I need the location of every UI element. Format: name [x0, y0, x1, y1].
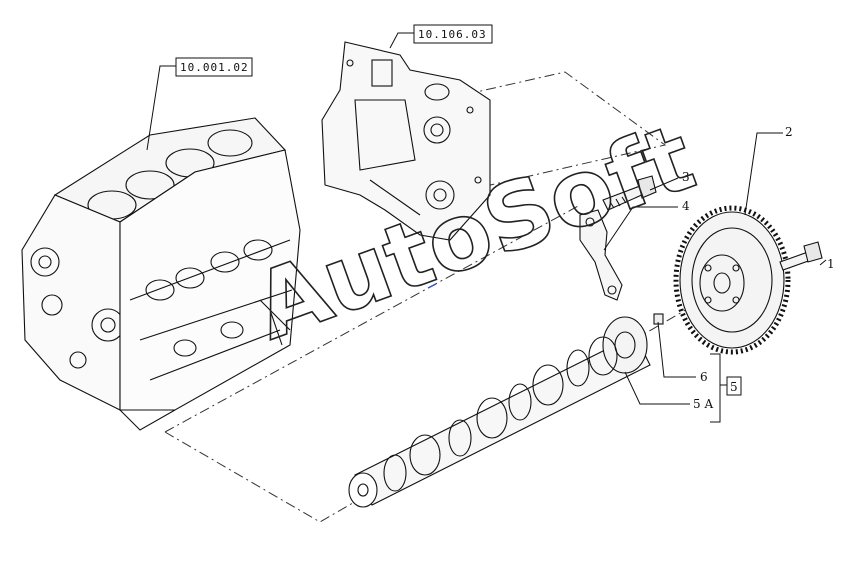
bolt-part-1	[779, 241, 823, 271]
callout-1: 1	[827, 257, 835, 271]
bolt-part-3	[602, 175, 657, 211]
callout-2: 2	[785, 125, 793, 139]
callout-5a: 5 A	[693, 397, 713, 411]
reference-box-timing-case: 10.106.03	[413, 24, 493, 44]
timing-case	[321, 41, 491, 241]
callout-3: 3	[682, 170, 690, 184]
reference-label-timing-case: 10.106.03	[418, 28, 487, 41]
reference-box-engine-block: 10.001.02	[175, 57, 253, 77]
callout-5: 5	[730, 380, 738, 394]
camshaft-part-5a	[348, 316, 651, 508]
center-mark	[427, 283, 437, 289]
leader-lines	[146, 32, 827, 423]
reference-label-engine-block: 10.001.02	[180, 61, 249, 74]
callout-4: 4	[682, 199, 690, 213]
callout-6: 6	[700, 370, 708, 384]
thrust-plate-part-4	[579, 209, 623, 301]
camshaft-gear-part-2	[673, 205, 791, 355]
callout-5-box	[726, 376, 742, 396]
engine-block	[21, 117, 301, 431]
